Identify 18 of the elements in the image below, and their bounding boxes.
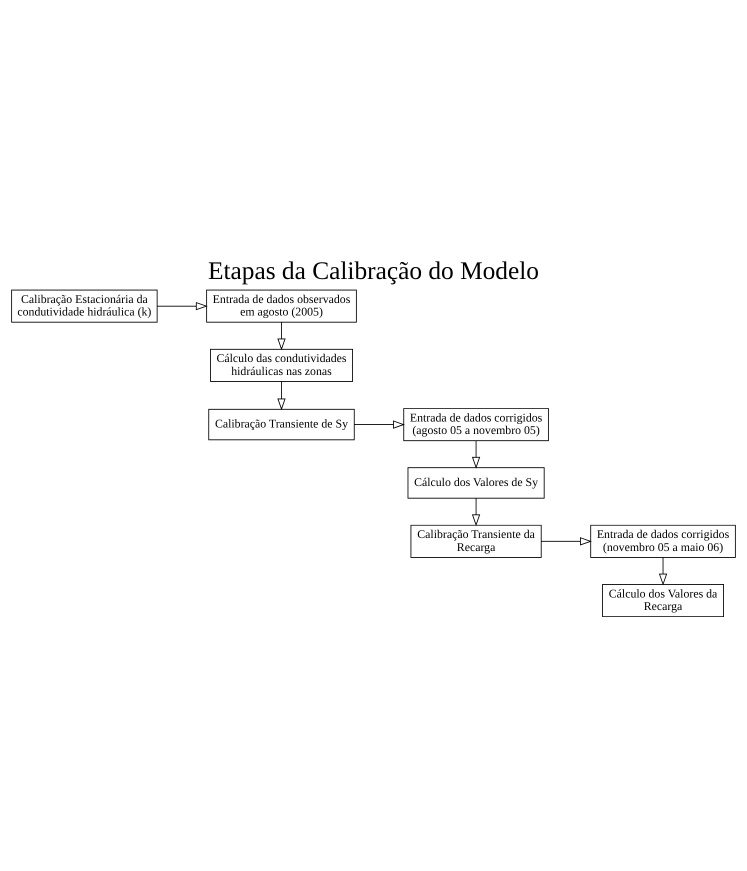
node-box: Entrada de dados observados em agosto (2005) [206,289,357,322]
arrow [156,302,208,310]
node-box: Calibração Transiente da Recarga [410,524,542,558]
arrow [354,420,405,428]
arrow [472,497,480,526]
node-box: Cálculo dos Valores da Recarga [602,584,724,617]
node-box: Entrada de dados corrigidos (novembro 05 a maio 06) [590,524,736,558]
node-box: Calibração Estacionária da condutividade hidráulica (k) [11,289,158,322]
node-box: Cálculo das condutividades hidráulicas nas zonas [210,348,353,382]
arrow [277,321,286,350]
arrow [541,536,592,545]
node-box: Calibração Transiente de Sy [208,408,355,440]
arrow [277,380,286,410]
arrow [472,440,480,468]
node-box: Entrada de dados corrigidos (agosto 05 a novembro 05) [403,408,549,441]
diagram-title: Etapas da Calibração do Modelo [208,256,539,285]
node-box: Cálculo dos Valores de Sy [408,466,545,498]
arrow [658,556,668,586]
